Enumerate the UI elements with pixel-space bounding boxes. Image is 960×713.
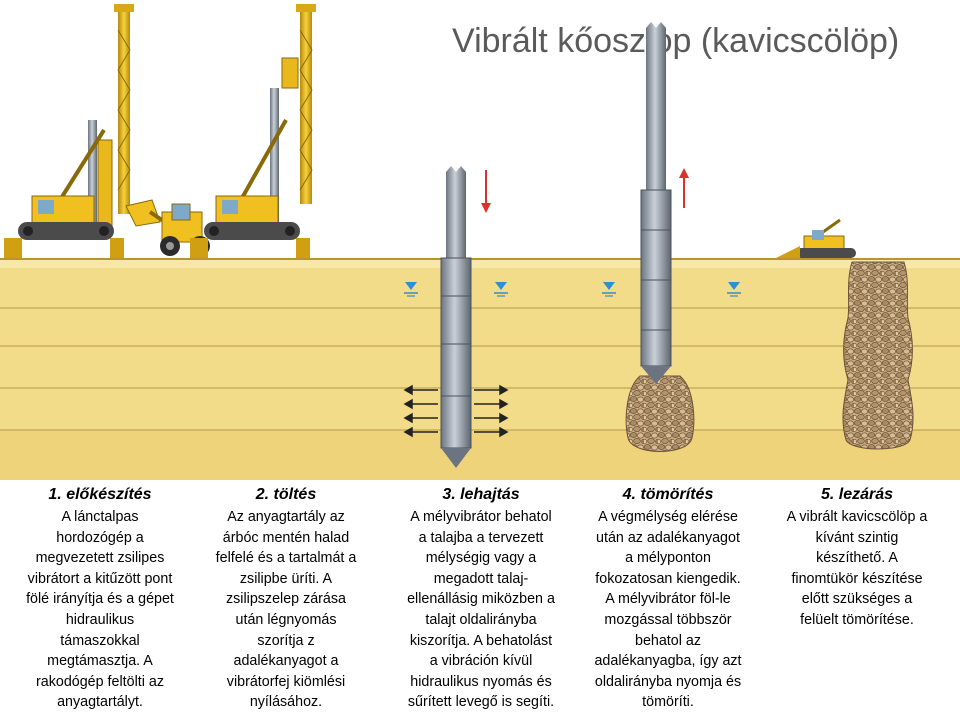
step-line: ellenállásig miközben a	[407, 591, 555, 608]
small-crawler-crane	[776, 218, 856, 258]
step-line: előtt szükséges a	[801, 591, 913, 608]
step-description: A végmélység elérése után az adalékanyag…	[572, 507, 764, 713]
step-line: anyagtartályt.	[57, 694, 143, 711]
crawler-rig-2	[190, 4, 316, 258]
step-line: után légnyomás	[235, 611, 337, 628]
step-line: oldalirányba nyomja és	[594, 673, 742, 690]
step-5: 5. lezárás A vibrált kavicscölöp a kíván…	[761, 486, 953, 631]
step-line: felfelé és a tartalmát a	[215, 550, 357, 567]
step-line: kiszorítja. A behatolást	[409, 632, 553, 649]
step-line: fokozatosan kiengedik.	[595, 570, 741, 587]
soil	[0, 258, 960, 480]
step-line: zsilipbe üríti. A	[239, 570, 333, 587]
water-level-icon	[727, 282, 741, 297]
step-line: adalékanyagba, így azt	[594, 653, 742, 670]
step-line: Az anyagtartály az	[227, 509, 345, 525]
step-line: A végmélység elérése	[598, 509, 738, 525]
vibrator-compacting	[625, 22, 695, 452]
step-line: megadott talaj-	[433, 570, 529, 587]
step-line: zsilipszelep zárása	[226, 591, 346, 608]
step-line: hidraulikus	[65, 611, 135, 628]
step-line: hidraulikus nyomás és	[410, 673, 552, 690]
step-line: fölé irányítja és a gépet	[26, 591, 174, 608]
page-title: Vibrált kőoszlop (kavicscölöp)	[452, 22, 900, 60]
step-line: A lánctalpas	[61, 509, 139, 525]
gravel-column	[842, 261, 914, 450]
step-description: A mélyvibrátor behatol a talajba a terve…	[385, 507, 577, 713]
groundwater-markers	[404, 282, 741, 297]
step-line: A mélyvibrátor behatol	[410, 509, 552, 525]
step-line: rakodógép feltölti az	[36, 673, 164, 690]
step-line: mélységig vagy a	[425, 550, 537, 567]
step-4: 4. tömörítés A végmélység elérése után a…	[572, 486, 764, 713]
step-line: árbóc mentén halad	[222, 529, 350, 546]
arrow-up-icon	[679, 168, 689, 208]
step-line: a mélyponton	[625, 550, 711, 567]
step-line: A vibrált kavicscölöp a	[786, 509, 928, 525]
step-line: kívánt szintig	[815, 529, 899, 546]
step-line: A mélyvibrátor föl-le	[605, 591, 731, 608]
step-description: A vibrált kavicscölöp a kívánt szintig k…	[761, 507, 953, 631]
step-3: 3. lehajtás A mélyvibrátor behatol a tal…	[385, 486, 577, 713]
step-1: 1. előkészítés A lánctalpas hordozógép a…	[4, 486, 196, 713]
step-2: 2. töltés Az anyagtartály az árbóc menté…	[190, 486, 382, 713]
step-line: után az adalékanyagot	[596, 529, 740, 546]
step-heading: 4. tömörítés	[622, 486, 714, 503]
step-heading: 1. előkészítés	[48, 486, 152, 503]
step-line: vibrátorfej kiömlési	[226, 673, 346, 690]
vibrator-lowering	[403, 166, 509, 468]
process-diagram	[0, 4, 960, 480]
step-line: megtámasztja. A	[47, 653, 153, 670]
lateral-push-arrows	[403, 384, 509, 438]
step-heading: 2. töltés	[255, 486, 317, 503]
step-line: felüelt tömörítése.	[800, 611, 914, 628]
step-line: támaszokkal	[60, 632, 140, 649]
step-line: készíthető. A	[816, 550, 898, 567]
step-line: hordozógép a	[56, 529, 144, 546]
step-line: finomtükör készítése	[791, 570, 923, 587]
step-line: behatol az	[635, 632, 701, 649]
step-line: nyílásához.	[249, 694, 323, 711]
water-level-icon	[404, 282, 418, 297]
step-line: tömöríti.	[642, 694, 694, 711]
arrow-down-icon	[481, 170, 491, 213]
step-line: szorítja z	[257, 632, 315, 649]
step-line: mozgással többször	[604, 611, 732, 628]
water-level-icon	[494, 282, 508, 297]
step-line: vibrátort a kitűzött pont	[27, 570, 173, 587]
step-heading: 5. lezárás	[820, 486, 894, 503]
step-description: A lánctalpas hordozógép a megvezetett zs…	[4, 507, 196, 713]
crawler-rig-1	[4, 4, 134, 258]
step-line: megvezetett zsilipes	[35, 550, 165, 567]
step-description: Az anyagtartály az árbóc mentén halad fe…	[190, 507, 382, 713]
water-level-icon	[602, 282, 616, 297]
step-heading: 3. lehajtás	[442, 486, 520, 503]
step-line: a talajba a tervezett	[418, 529, 544, 546]
step-line: adalékanyagot a	[233, 653, 339, 670]
step-line: sűrített levegő is segíti.	[407, 694, 555, 711]
step-line: a vibráción kívül	[429, 653, 533, 670]
step-line: talajt oldalirányba	[425, 611, 537, 628]
